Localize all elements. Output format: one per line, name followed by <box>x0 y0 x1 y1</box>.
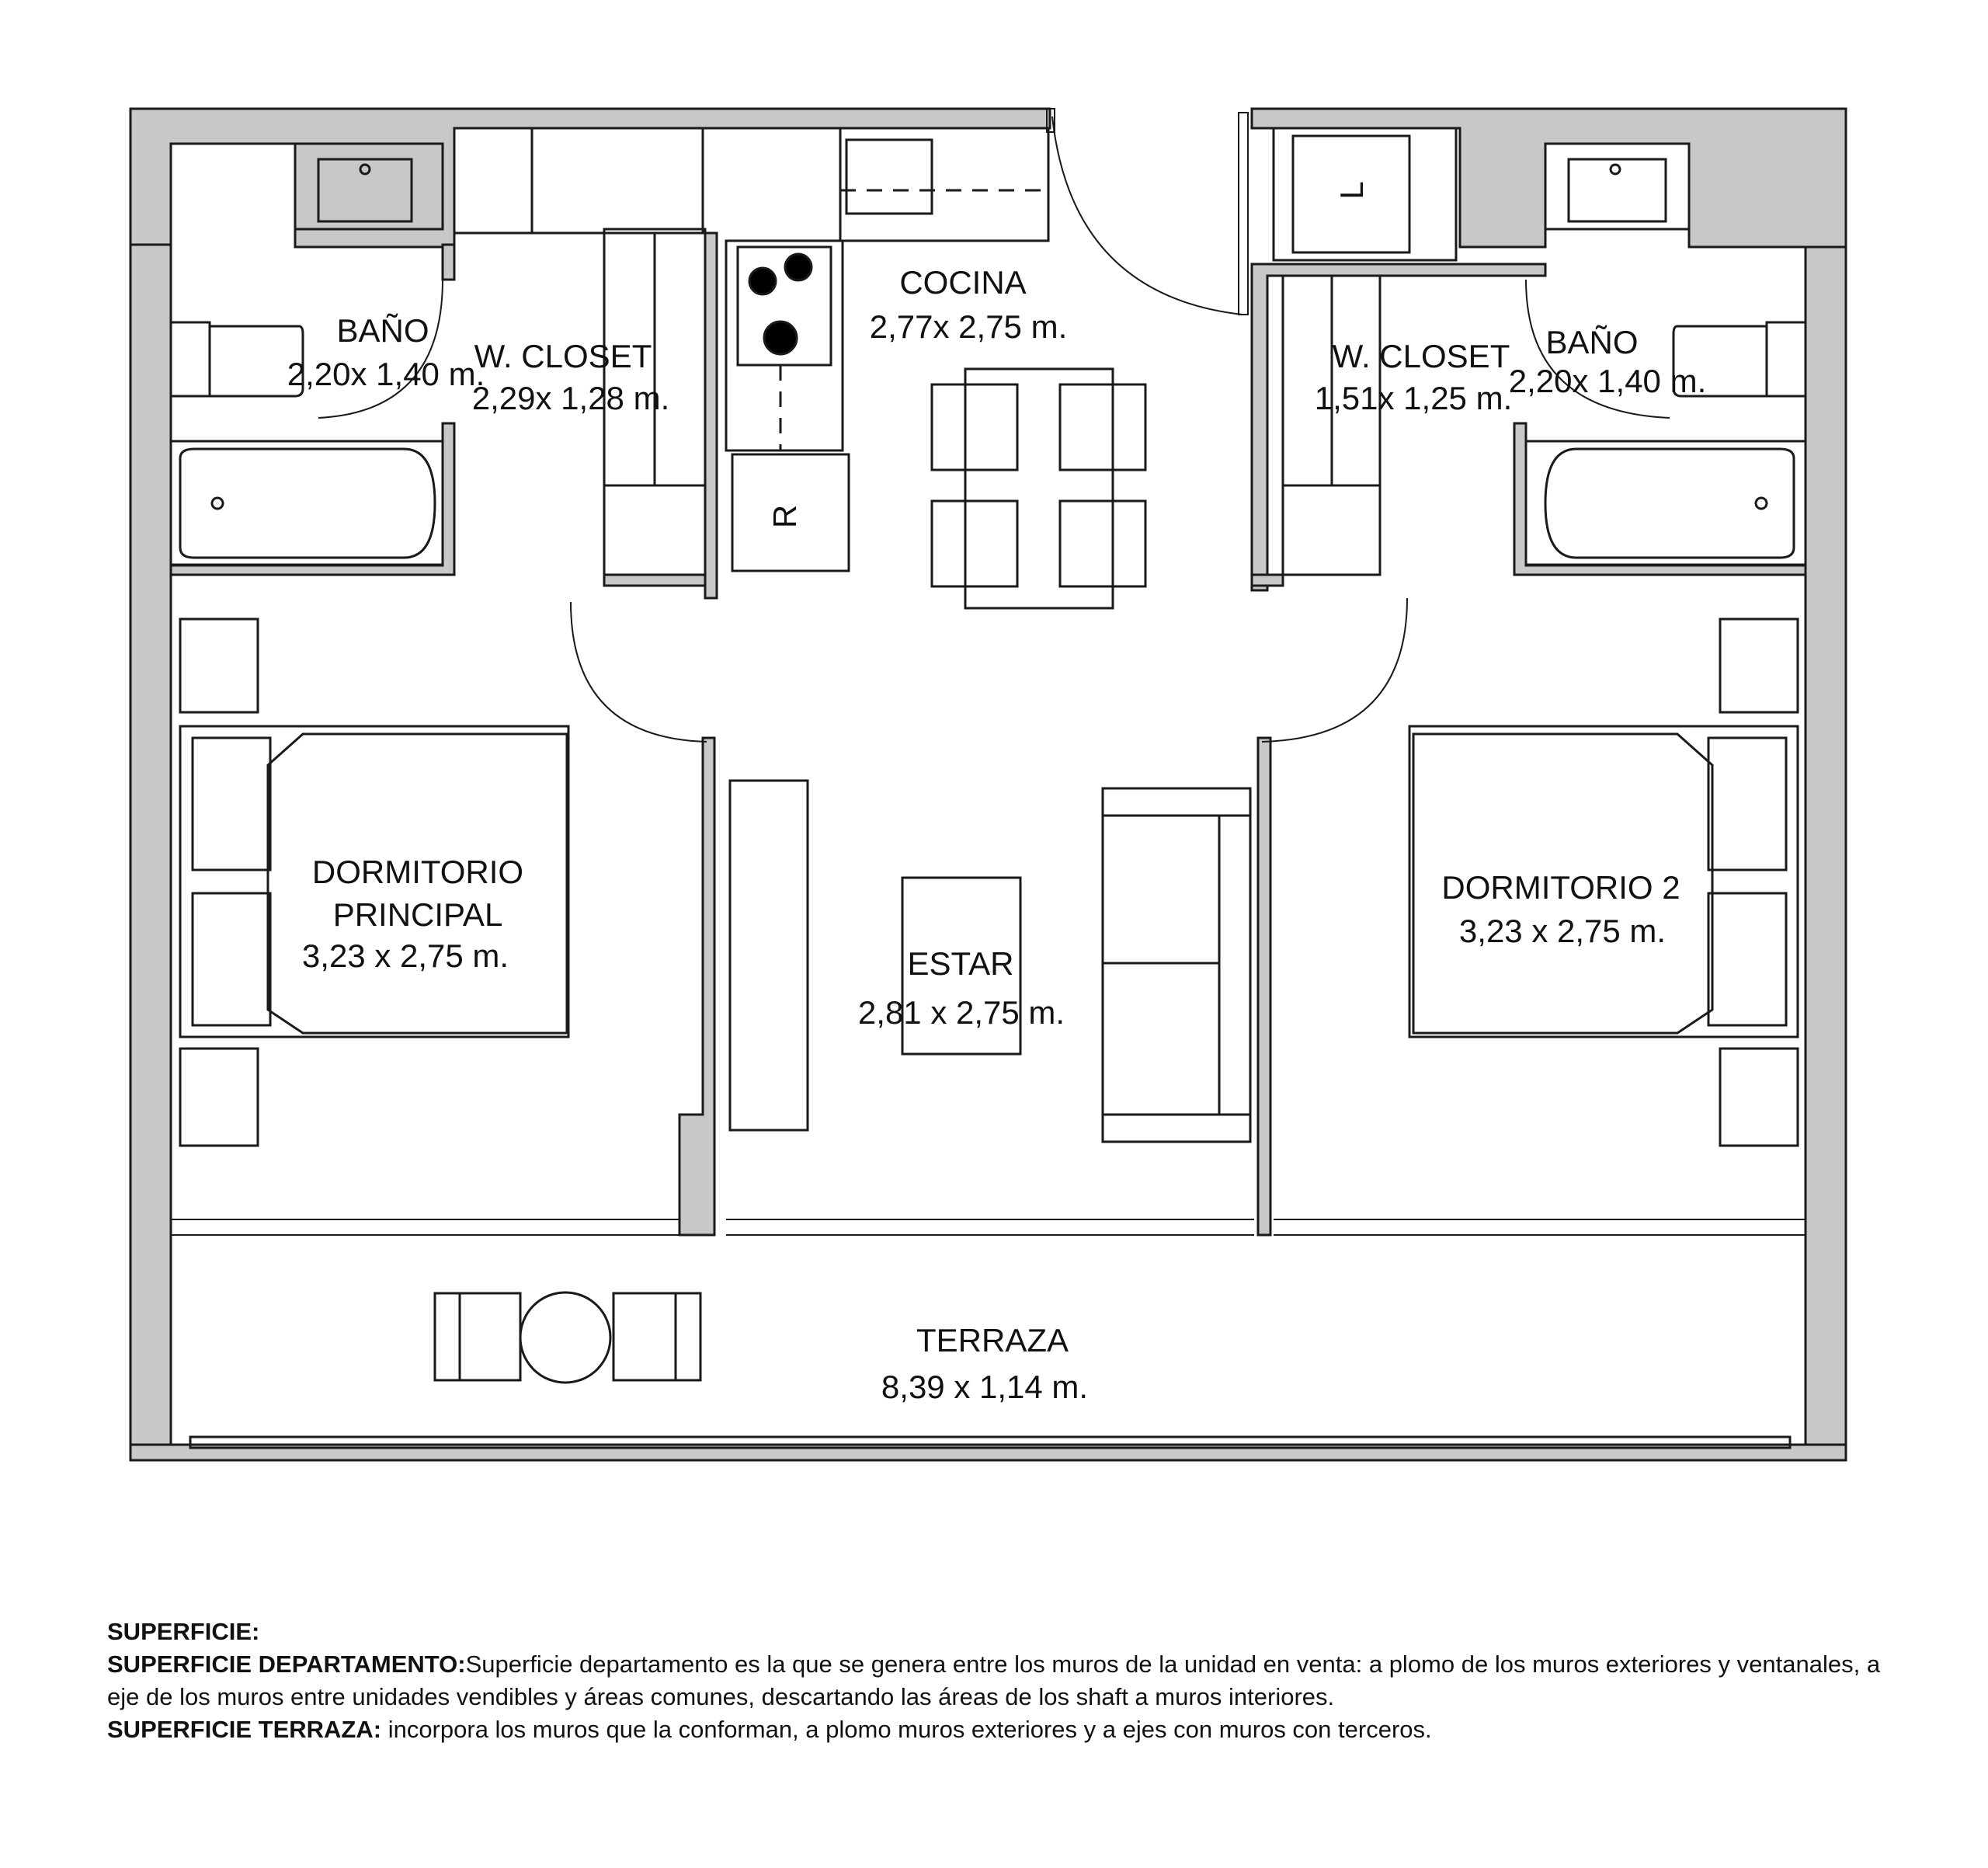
bed-principal <box>179 617 570 1147</box>
toilet-right <box>1672 321 1807 398</box>
label-dormitorio-principal-size: 3,23 x 2,75 m. <box>302 937 509 974</box>
label-estar: ESTAR <box>908 945 1014 982</box>
sink-right <box>1544 142 1691 231</box>
label-wcloset-right: W. CLOSET <box>1333 338 1510 374</box>
windows <box>171 1219 1806 1236</box>
bathtub-right <box>1524 440 1807 567</box>
fixtures <box>169 108 1807 1449</box>
room-labels: BAÑO 2,20x 1,40 m. W. CLOSET 2,29x 1,28 … <box>287 181 1706 1405</box>
wall-wcloset-right-bottom <box>1250 573 1284 587</box>
notes-terraza: SUPERFICIE TERRAZA: incorpora los muros … <box>107 1713 1909 1746</box>
notes-terraza-label: SUPERFICIE TERRAZA: <box>107 1716 382 1743</box>
label-bano-right: BAÑO <box>1545 324 1638 360</box>
living-furniture <box>728 779 1252 1143</box>
label-dormitorio-principal-2: PRINCIPAL <box>333 896 503 933</box>
wall-right-exterior <box>1804 107 1847 1462</box>
door-dormitorio-2 <box>1261 597 1408 743</box>
label-wcloset-left-size: 2,29x 1,28 m. <box>472 380 669 416</box>
wall-top-right <box>1250 107 1847 249</box>
door-bath-left <box>318 279 443 419</box>
label-washer: L <box>1333 181 1370 199</box>
label-terraza-size: 8,39 x 1,14 m. <box>881 1369 1088 1405</box>
label-terraza: TERRAZA <box>916 1322 1069 1358</box>
sink-left <box>294 142 444 231</box>
wcloset-right-shelves <box>1281 274 1382 576</box>
terrace-table-set <box>433 1291 702 1384</box>
terrace-railing <box>189 1435 1792 1449</box>
label-bano-left: BAÑO <box>336 312 429 349</box>
kitchen-counter <box>725 127 1050 452</box>
label-cocina: COCINA <box>899 264 1026 301</box>
notes-departamento-label: SUPERFICIE DEPARTAMENTO: <box>107 1651 466 1678</box>
label-refrigerator: R <box>766 505 803 528</box>
bed-dormitorio-2 <box>1408 617 1799 1147</box>
label-wcloset-right-size: 1,51x 1,25 m. <box>1315 380 1512 416</box>
wall-partition-right <box>1256 736 1272 1237</box>
dining-set <box>930 367 1147 610</box>
label-dormitorio-principal-1: DORMITORIO <box>312 854 523 890</box>
label-estar-size: 2,81 x 2,75 m. <box>858 994 1065 1031</box>
stove <box>736 245 832 450</box>
notes-heading: SUPERFICIE: <box>107 1618 260 1645</box>
washer <box>1272 127 1458 262</box>
notes-terraza-text: incorpora los muros que la conforman, a … <box>381 1716 1432 1743</box>
wall-wcloset-right <box>1250 263 1547 592</box>
wall-top-left <box>129 107 1051 249</box>
wall-kitchen-left <box>704 231 718 600</box>
wall-left-exterior <box>129 107 172 1462</box>
label-dormitorio-2-size: 3,23 x 2,75 m. <box>1459 913 1666 949</box>
wcloset-left-shelves <box>453 127 707 576</box>
wall-bath-left-stub <box>441 243 456 281</box>
notes-departamento-text: Superficie departamento es la que se gen… <box>107 1651 1881 1710</box>
door-dormitorio-principal <box>570 601 707 743</box>
label-cocina-size: 2,77x 2,75 m. <box>870 308 1067 345</box>
door-bath-right <box>1525 279 1670 419</box>
notes-departamento: SUPERFICIE DEPARTAMENTO:Superficie depar… <box>107 1648 1909 1713</box>
toilet-left <box>169 321 304 398</box>
wall-partition-left <box>678 736 716 1237</box>
floor-plan: BAÑO 2,20x 1,40 m. W. CLOSET 2,29x 1,28 … <box>129 107 1847 1462</box>
bathtub-left <box>169 440 444 567</box>
surface-notes: SUPERFICIE: SUPERFICIE DEPARTAMENTO:Supe… <box>107 1616 1909 1746</box>
wall-wcloset-left-bottom <box>603 573 718 587</box>
door-entry <box>1046 108 1249 315</box>
label-bano-right-size: 2,20x 1,40 m. <box>1509 363 1706 399</box>
refrigerator <box>731 453 850 572</box>
label-wcloset-left: W. CLOSET <box>474 338 652 374</box>
label-bano-left-size: 2,20x 1,40 m. <box>287 356 485 392</box>
label-dormitorio-2: DORMITORIO 2 <box>1441 869 1680 906</box>
